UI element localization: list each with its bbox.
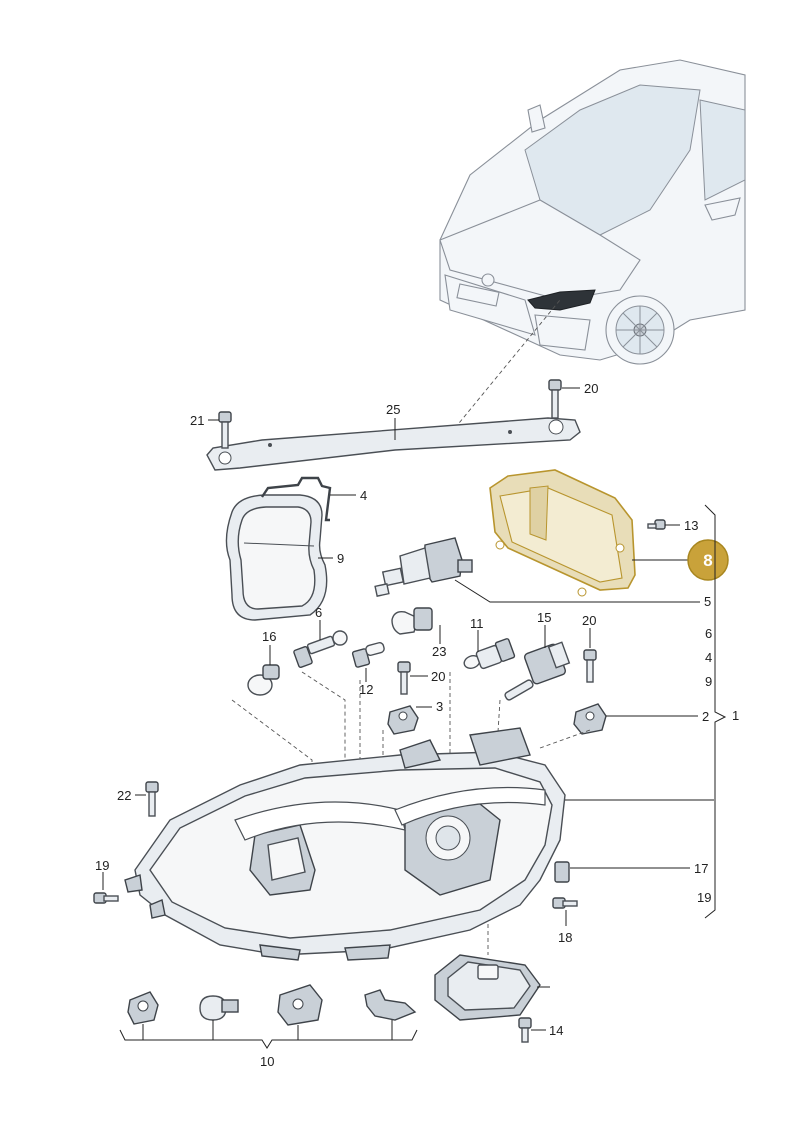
bulb-socket-a: [127, 991, 159, 1025]
callout-10: 10: [260, 1054, 274, 1069]
xenon-bulb-15: [504, 641, 571, 701]
bolt-20-mid: [397, 661, 411, 695]
callout-4-list: 4: [705, 650, 712, 665]
bulb-16: [247, 664, 280, 696]
callout-17: 17: [694, 861, 708, 876]
callout-4: 4: [360, 488, 367, 503]
callout-22: 22: [117, 788, 131, 803]
control-unit-7: [434, 954, 541, 1021]
callout-19-list: 19: [697, 890, 711, 905]
clip-nut-17: [554, 861, 570, 883]
bulb-11: [463, 638, 516, 670]
highlight-badge-8: 8: [687, 539, 729, 581]
callout-2: 2: [702, 709, 709, 724]
callout-6: 6: [315, 605, 322, 620]
callout-6-list: 6: [705, 626, 712, 641]
callout-21: 21: [190, 413, 204, 428]
highlight-label: 8: [703, 551, 712, 570]
callout-11: 11: [470, 616, 484, 631]
callout-14: 14: [549, 1023, 563, 1038]
callout-20-mid: 20: [431, 669, 445, 684]
callout-3: 3: [436, 699, 443, 714]
group-bracket-10: [119, 1029, 418, 1049]
mounting-bracket-25: [206, 417, 581, 471]
bolt-22: [145, 781, 159, 817]
callout-25: 25: [386, 402, 400, 417]
callout-18: 18: [558, 930, 572, 945]
bracket-3: [387, 705, 419, 735]
bulb-12: [351, 642, 385, 668]
callout-20-top: 20: [584, 381, 598, 396]
callout-1: 1: [732, 708, 739, 723]
housing-cover-8: [489, 469, 636, 597]
callout-9-list: 9: [705, 674, 712, 689]
screw-19: [93, 892, 119, 904]
bulb-6: [293, 630, 348, 668]
clip-4: [261, 476, 332, 522]
callout-9: 9: [337, 551, 344, 566]
callout-13: 13: [684, 518, 698, 533]
bulb-socket-d: [364, 989, 417, 1021]
bolt-21: [218, 411, 232, 449]
callout-12: 12: [359, 682, 373, 697]
bolt-20-right: [583, 649, 597, 683]
bracket-2: [573, 703, 607, 735]
cover-cap-9: [225, 494, 328, 621]
car-front-illustration: [439, 59, 746, 365]
headlamp-assembly: [124, 727, 566, 961]
callout-23: 23: [432, 644, 446, 659]
screw-18: [552, 897, 578, 909]
bolt-20-top: [548, 379, 562, 419]
bulb-socket-b: [199, 995, 239, 1021]
screw-14: [518, 1017, 532, 1043]
screw-13: [647, 519, 666, 530]
callout-5: 5: [704, 594, 711, 609]
actuator-5: [374, 537, 473, 597]
callout-20-right: 20: [582, 613, 596, 628]
bulb-socket-c: [277, 984, 323, 1026]
callout-19: 19: [95, 858, 109, 873]
bulb-23: [391, 607, 433, 635]
callout-15: 15: [537, 610, 551, 625]
group-bracket-1: [704, 504, 727, 919]
callout-16: 16: [262, 629, 276, 644]
